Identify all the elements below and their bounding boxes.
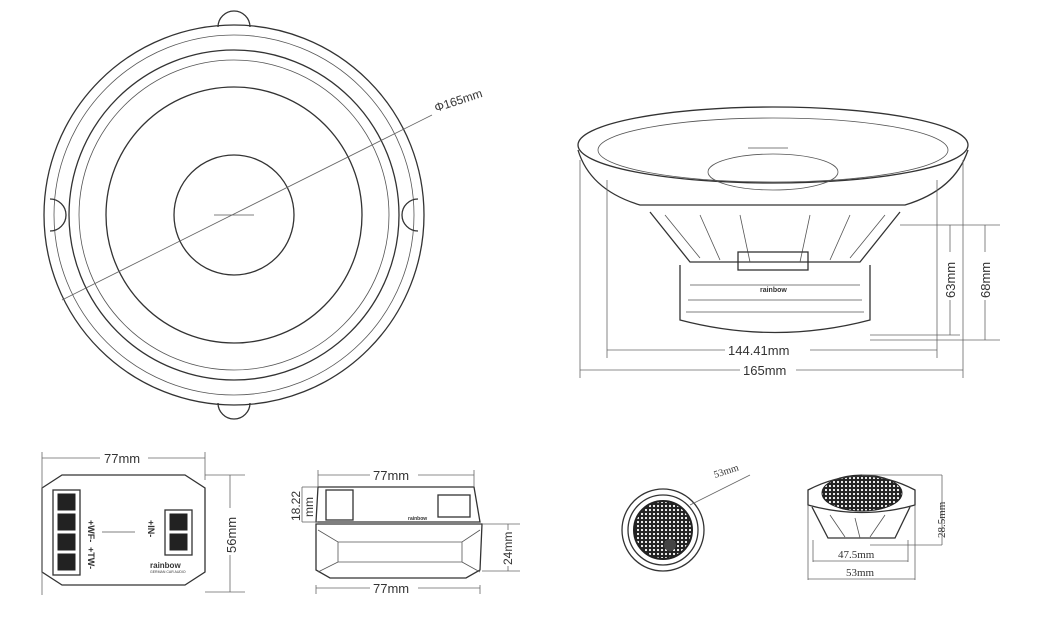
tweeter-inner-width-label: 47.5mm [838, 549, 875, 561]
crossover-top-width-label: 77mm [104, 451, 140, 466]
woofer-side-view: rainbow 144.41mm 165mm 63mm 68mm [577, 106, 1000, 378]
crossover-side-bottom-width-label: 77mm [373, 581, 409, 596]
terminal-label-wf: +WF- [86, 520, 96, 542]
woofer-depth-68-label: 68mm [978, 262, 993, 298]
crossover-brand-subtitle: GERMAN CAR AUDIO [150, 570, 186, 574]
crossover-brand-logo: rainbow [150, 561, 181, 570]
woofer-depth-63-label: 63mm [943, 262, 958, 298]
crossover-side-top-width-label: 77mm [373, 468, 409, 483]
tweeter-height-label: 28.5mm [936, 501, 948, 538]
crossover-side-height-unit: mm [302, 497, 316, 517]
woofer-inner-width-label: 144.41mm [728, 343, 789, 358]
crossover-side-view: rainbow 77mm 77mm 18.22 mm 24mm [289, 468, 520, 596]
woofer-brand-logo: rainbow [760, 287, 787, 294]
crossover-depth-label: 24mm [501, 532, 515, 565]
crossover-height-label: 56mm [224, 517, 239, 553]
woofer-front-view: Φ165mm [43, 10, 484, 420]
tweeter-side-view: 47.5mm 53mm 28.5mm [807, 474, 948, 580]
tweeter-outer-width-label: 53mm [846, 567, 875, 579]
terminal-label-tw: +TW- [86, 547, 96, 569]
woofer-outer-width-label: 165mm [743, 363, 786, 378]
terminal-label-in: +IN- [146, 520, 156, 537]
tweeter-diameter-label: 53mm [713, 462, 741, 480]
tweeter-front-view: 53mm [621, 462, 751, 572]
crossover-side-height-label: 18.22 [289, 491, 303, 521]
diameter-line [61, 114, 433, 301]
crossover-side-brand-logo: rainbow [408, 516, 427, 522]
woofer-diameter-label: Φ165mm [433, 86, 484, 115]
crossover-top-view: +WF- +TW- +IN- rainbow GERMAN CAR AUDIO … [41, 451, 245, 595]
